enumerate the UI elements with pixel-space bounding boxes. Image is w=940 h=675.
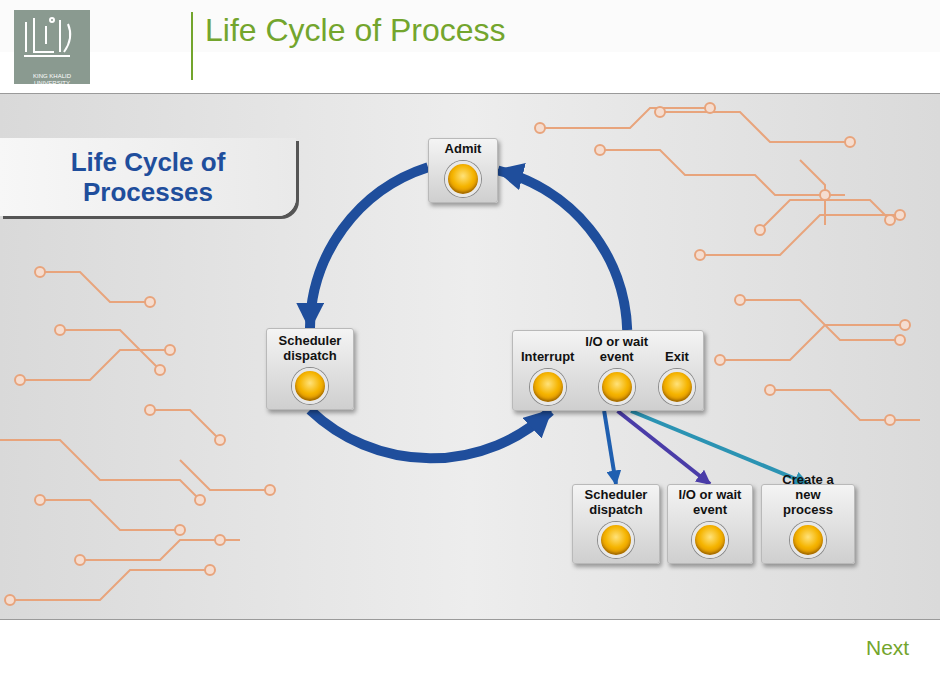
state-label: Interrupt <box>521 349 574 364</box>
flow-arrow <box>604 411 616 484</box>
orange-button <box>659 369 695 405</box>
state-label: I/O or wait event <box>676 487 744 517</box>
state-box: I/O or wait event <box>667 484 753 564</box>
button-column: Create a new process <box>767 491 849 558</box>
button-column: I/O or wait event <box>577 337 656 405</box>
state-box: Scheduler dispatch <box>572 484 660 564</box>
page-title: Life Cycle of Process <box>205 12 506 49</box>
flow-arrow <box>310 410 550 458</box>
state-group-box: Interrupt I/O or wait eventExit <box>512 330 704 411</box>
orange-button <box>790 522 826 558</box>
flow-arrow <box>631 411 808 484</box>
state-label: I/O or wait event <box>580 334 653 364</box>
state-box: Admit <box>428 138 498 203</box>
orange-button <box>599 369 635 405</box>
state-label: Scheduler dispatch <box>275 333 345 363</box>
next-link: Next <box>866 636 926 659</box>
title-rule <box>191 12 193 80</box>
state-box: Scheduler dispatch <box>266 328 354 410</box>
circuit-pads <box>5 103 910 605</box>
state-box: Create a new process <box>761 484 855 564</box>
state-label: Admit <box>445 141 482 156</box>
orange-button <box>530 369 566 405</box>
orange-button <box>292 368 328 404</box>
logo-caption: KING KHALID UNIVERSITY <box>15 73 89 86</box>
state-label: Create a new process <box>770 472 846 517</box>
flow-arrow <box>618 411 710 484</box>
banner-title: Life Cycle of Processes <box>10 147 286 207</box>
button-column: Scheduler dispatch <box>578 491 654 558</box>
orange-button <box>445 161 481 197</box>
circuit-lines <box>0 108 920 600</box>
panel <box>0 93 940 620</box>
button-column: Scheduler dispatch <box>272 335 348 404</box>
state-label: Scheduler dispatch <box>581 487 651 517</box>
button-column: Exit <box>656 337 698 405</box>
logo <box>14 10 90 84</box>
title-banner: Life Cycle of Processes <box>0 138 296 216</box>
orange-button <box>692 522 728 558</box>
button-column: Interrupt <box>518 337 577 405</box>
state-label: Exit <box>665 349 689 364</box>
orange-button <box>598 522 634 558</box>
logo-mark <box>24 18 70 56</box>
flow-arrow <box>310 167 428 328</box>
flow-arrow <box>498 171 627 331</box>
button-column: I/O or wait event <box>673 491 747 558</box>
button-column: Admit <box>442 145 485 197</box>
